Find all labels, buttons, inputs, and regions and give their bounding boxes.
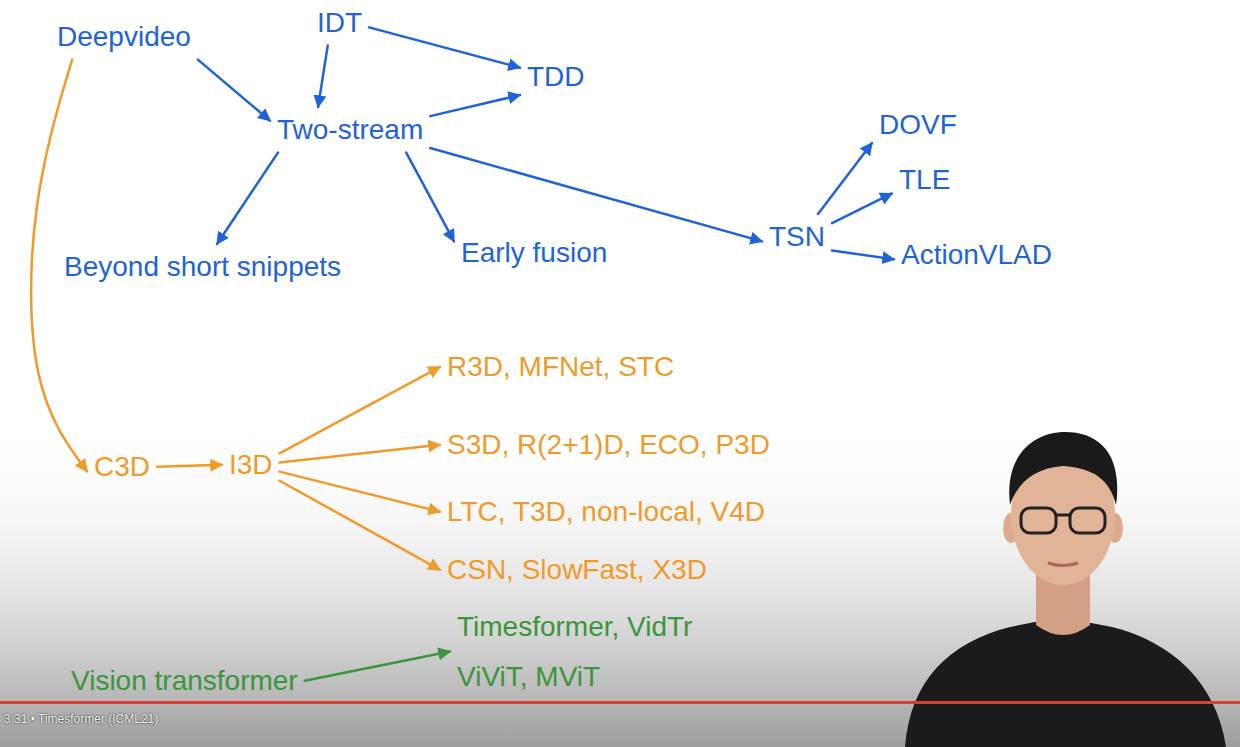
flow-arrow	[280, 445, 440, 463]
node-label: Two-stream	[277, 113, 423, 147]
handwritten-node: Deepvideo	[54, 18, 194, 56]
presenter-glasses	[1021, 508, 1056, 533]
handwritten-node: IDT	[314, 4, 365, 42]
node-label: IDT	[317, 6, 362, 40]
node-label: TLE	[899, 163, 950, 197]
flow-arrow	[305, 652, 450, 681]
handwritten-node: ActionVLAD	[898, 236, 1055, 274]
handwritten-node: DOVF	[876, 106, 960, 144]
handwritten-node: TLE	[896, 161, 953, 199]
flow-arrow	[430, 148, 762, 241]
handwritten-node: Early fusion	[458, 234, 610, 272]
handwritten-node: R3D, MFNet, STC	[444, 348, 677, 386]
node-label: S3D, R(2+1)D, ECO, P3D	[447, 428, 770, 462]
node-label: LTC, T3D, non-local, V4D	[447, 495, 765, 529]
node-label: DOVF	[879, 108, 957, 142]
video-chapter-label: 3:31 • Timesformer (ICML21)	[4, 712, 158, 726]
node-label: ViViT, MViT	[457, 660, 692, 694]
handwritten-node: Two-stream	[274, 111, 426, 149]
flow-arrow	[406, 153, 454, 242]
flow-arrow	[198, 60, 270, 121]
handwritten-node: TSN	[766, 218, 828, 256]
flow-arrow	[818, 143, 872, 214]
handwritten-node: Beyond short snippets	[61, 248, 344, 286]
progress-bar	[0, 701, 1240, 704]
presenter-body	[905, 617, 1226, 747]
handwritten-node: I3D	[226, 446, 276, 484]
presenter-glasses	[1070, 508, 1105, 533]
video-shade	[0, 420, 1240, 747]
flow-arrow	[832, 250, 894, 259]
node-label: Deepvideo	[57, 20, 191, 54]
handwritten-node: TDD	[524, 58, 588, 96]
node-label: CSN, SlowFast, X3D	[447, 553, 707, 587]
handwritten-node: C3D	[91, 448, 153, 486]
flow-arrow	[157, 465, 222, 467]
flow-arrow	[280, 367, 440, 454]
handwritten-node: Vision transformer	[68, 662, 301, 700]
flow-arrow	[369, 27, 520, 67]
presenter	[905, 432, 1226, 747]
handwritten-node: LTC, T3D, non-local, V4D	[444, 493, 768, 531]
flow-arrow	[430, 95, 520, 116]
node-label: C3D	[94, 450, 150, 484]
flow-arrow	[280, 481, 440, 570]
presenter-mouth	[1048, 563, 1078, 566]
node-label: ActionVLAD	[901, 238, 1052, 272]
node-label: Early fusion	[461, 236, 607, 270]
flow-arrow	[280, 472, 440, 512]
node-label: TSN	[769, 220, 825, 254]
flow-arrow	[217, 153, 278, 244]
node-label: Beyond short snippets	[64, 250, 341, 284]
presenter-glasses	[1056, 514, 1070, 517]
handwritten-node: Timesformer, VidTrViViT, MViT	[454, 608, 695, 695]
handwritten-node: CSN, SlowFast, X3D	[444, 551, 710, 589]
node-label: TDD	[527, 60, 585, 94]
node-label: I3D	[229, 448, 273, 482]
presenter-hair	[1009, 432, 1117, 505]
node-label: Timesformer, VidTr	[457, 610, 692, 644]
node-label: Vision transformer	[71, 664, 298, 698]
flow-arrow	[832, 193, 892, 223]
handwritten-node: S3D, R(2+1)D, ECO, P3D	[444, 426, 773, 464]
node-label: R3D, MFNet, STC	[447, 350, 674, 384]
flow-arrow	[318, 46, 328, 107]
